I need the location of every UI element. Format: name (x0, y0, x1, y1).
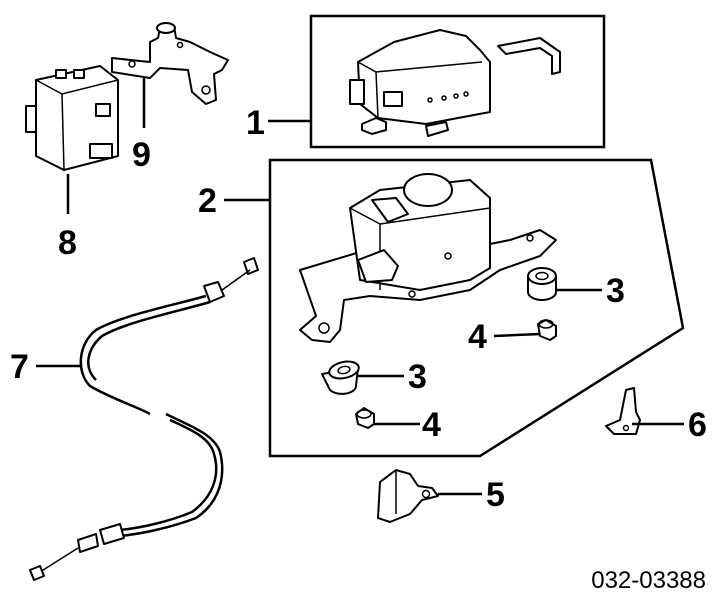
callout-9: 9 (132, 136, 151, 174)
callout-6: 6 (688, 406, 707, 444)
diagram-part-number: 032-03388 (591, 567, 706, 594)
callout-8: 8 (58, 224, 77, 262)
part-1-frame (309, 14, 606, 149)
callout-4-lower: 4 (422, 406, 441, 444)
callout-3-lower: 3 (408, 358, 427, 396)
part-6-bracket (605, 387, 641, 435)
part-8-control-unit (25, 65, 119, 171)
part-2-frame (268, 158, 685, 458)
callout-1: 1 (246, 104, 265, 142)
callout-5: 5 (486, 476, 505, 514)
callout-7: 7 (10, 348, 29, 386)
leader-lines (36, 78, 684, 496)
part-5-bracket (377, 469, 439, 523)
callout-2: 2 (198, 182, 217, 220)
part-1-group (309, 14, 606, 149)
part-4-nut-lower (355, 407, 375, 429)
part-7-cable (29, 257, 259, 581)
part-4-nut-upper (537, 319, 557, 341)
callout-labels: 1 2 3 3 4 4 5 6 7 8 9 (10, 104, 707, 514)
callout-3-upper: 3 (606, 272, 625, 310)
part-2-group (268, 158, 685, 458)
part-3-bushing-upper (527, 267, 557, 301)
part-3-bushing-lower (321, 360, 360, 395)
callout-4-upper: 4 (468, 318, 487, 356)
part-9-bracket (111, 22, 229, 105)
